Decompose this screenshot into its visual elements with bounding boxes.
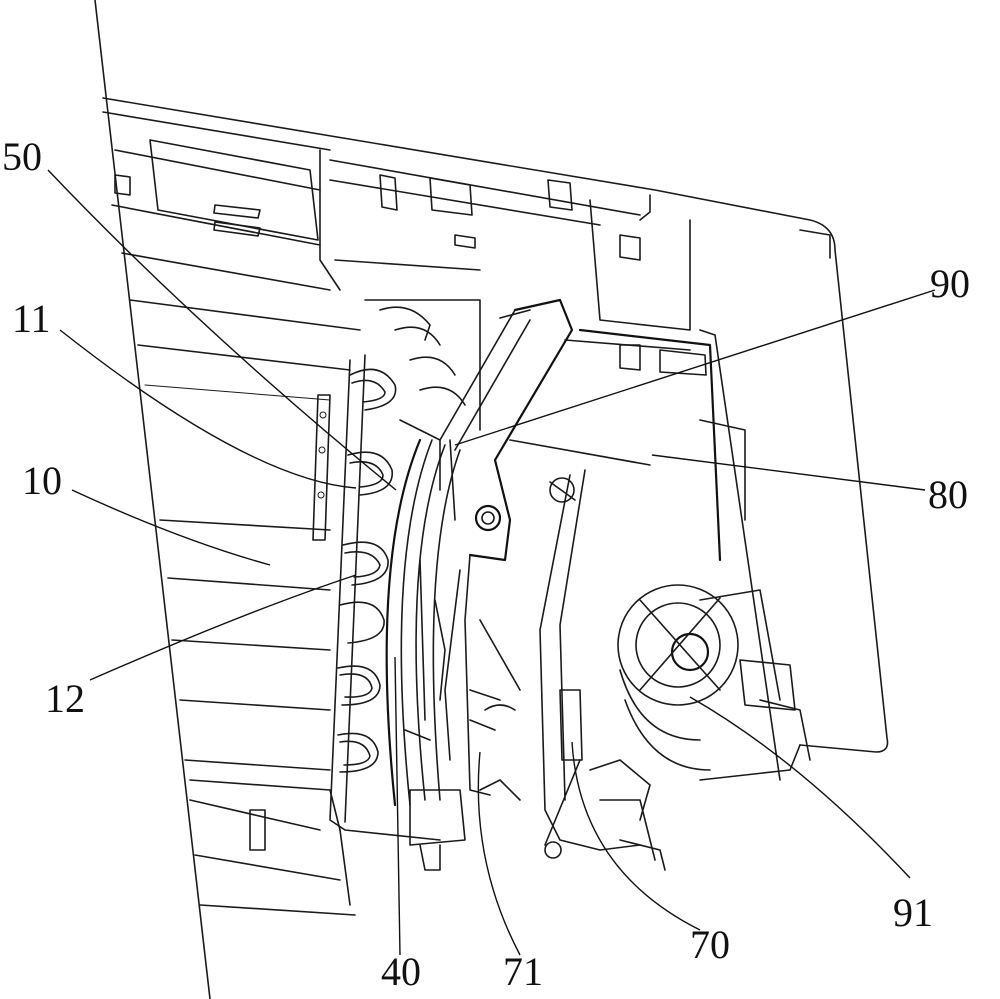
label-80: 80: [928, 472, 968, 517]
label-70: 70: [690, 922, 730, 967]
label-50: 50: [2, 134, 42, 179]
leader-lines: [47, 169, 936, 956]
label-40: 40: [381, 949, 421, 994]
lever-arm: [439, 298, 574, 801]
label-91: 91: [893, 890, 933, 935]
label-71: 71: [503, 949, 543, 994]
reference-numerals: 50 11 10 12 40 71 70 91 80 90: [2, 134, 970, 994]
housing-panel: [94, 0, 889, 999]
label-12: 12: [45, 676, 85, 721]
label-90: 90: [930, 261, 970, 306]
water-guide: [385, 438, 466, 871]
fan-housing: [509, 328, 811, 871]
label-11: 11: [12, 296, 51, 341]
label-10: 10: [22, 458, 62, 503]
